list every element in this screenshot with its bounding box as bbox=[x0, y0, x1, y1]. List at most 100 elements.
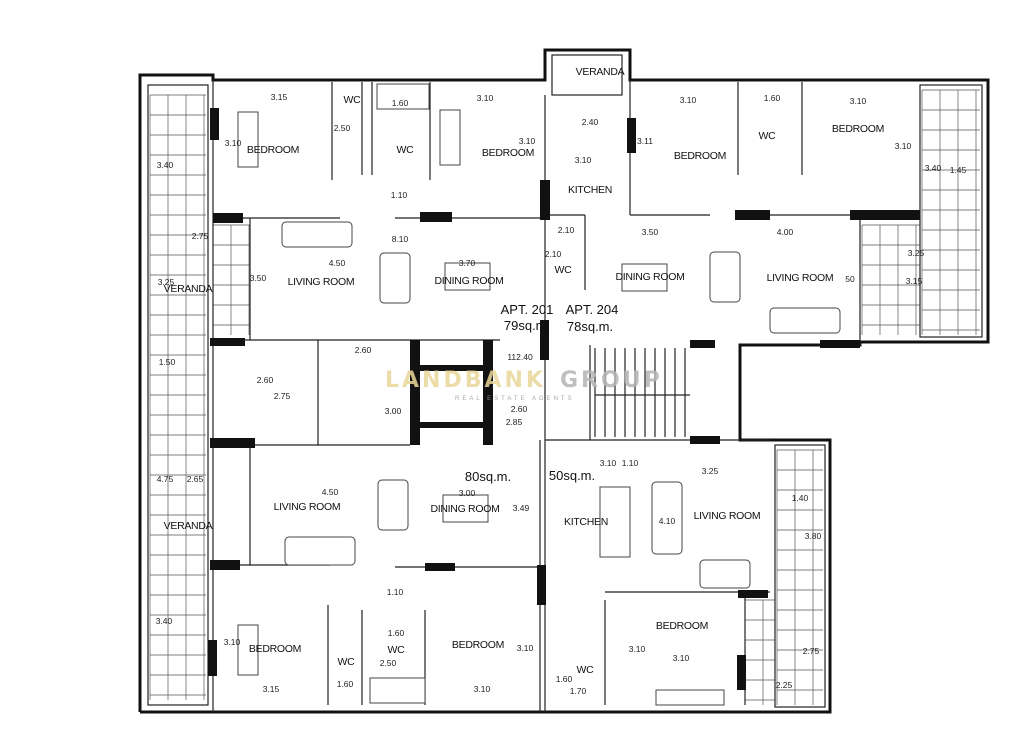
apt-area: 50sq.m. bbox=[549, 468, 595, 483]
watermark-tagline: REAL ESTATE AGENTS bbox=[455, 396, 575, 402]
dimension: 2.60 bbox=[511, 404, 528, 414]
apt-area: 79sq.m. bbox=[504, 318, 550, 333]
dimension: 1.60 bbox=[337, 679, 354, 689]
dimension: 2.40 bbox=[582, 117, 599, 127]
room-label: BEDROOM bbox=[249, 643, 301, 655]
dimension: 2.75 bbox=[192, 231, 209, 241]
dimension: 3.10 bbox=[224, 637, 241, 647]
dimension: 1.60 bbox=[556, 674, 573, 684]
dimension: 4.75 bbox=[157, 474, 174, 484]
dimension: 2.75 bbox=[274, 391, 291, 401]
core: 112.40 2.60 2.85 bbox=[506, 352, 533, 427]
dimension: 1.10 bbox=[387, 587, 404, 597]
room-label: WC bbox=[388, 644, 406, 656]
dimension: 4.50 bbox=[322, 487, 339, 497]
room-label: BEDROOM bbox=[656, 620, 708, 632]
dimension: 3.10 bbox=[850, 96, 867, 106]
dimension: 8.10 bbox=[392, 234, 409, 244]
dimension: 1.50 bbox=[159, 357, 176, 367]
room-label: VERANDA bbox=[576, 66, 625, 78]
furniture bbox=[237, 83, 841, 706]
dimension: 3.70 bbox=[459, 258, 476, 268]
room-label: DINING ROOM bbox=[430, 503, 499, 515]
room-label: WC bbox=[759, 130, 777, 142]
veranda-tiles bbox=[149, 89, 980, 705]
dimension: 4.00 bbox=[777, 227, 794, 237]
room-label: LIVING ROOM bbox=[694, 510, 761, 522]
dimension: 1.60 bbox=[388, 628, 405, 638]
dimension: 1.70 bbox=[570, 686, 587, 696]
dimension: 1.45 bbox=[950, 165, 967, 175]
dimension: 3.10 bbox=[517, 643, 534, 653]
dimension: 2.10 bbox=[545, 249, 562, 259]
dimension: 2.50 bbox=[380, 658, 397, 668]
room-label: BEDROOM bbox=[674, 150, 726, 162]
dimension: 3.25 bbox=[702, 466, 719, 476]
dimension: 1.40 bbox=[792, 493, 809, 503]
dimension: 2.75 bbox=[803, 646, 820, 656]
dimension: 2.10 bbox=[558, 225, 575, 235]
dimension: 1.60 bbox=[392, 98, 409, 108]
room-label: VERANDA bbox=[164, 520, 213, 532]
apt-area: 80sq.m. bbox=[465, 469, 511, 484]
dimension: 3.10 bbox=[600, 458, 617, 468]
apt-201: APT. 201 79sq.m. BEDROOM BEDROOM WC WC L… bbox=[157, 92, 554, 416]
dimension: 3.80 bbox=[805, 531, 822, 541]
dimension: 1.60 bbox=[764, 93, 781, 103]
apt-name: APT. 201 bbox=[501, 302, 554, 317]
dimension: 3.10 bbox=[680, 95, 697, 105]
dimension: 3.25 bbox=[158, 277, 175, 287]
dimension: 3.15 bbox=[263, 684, 280, 694]
dimension: 3.10 bbox=[519, 136, 536, 146]
room-label: BEDROOM bbox=[247, 144, 299, 156]
room-label: LIVING ROOM bbox=[767, 272, 834, 284]
dimension: 3.25 bbox=[908, 248, 925, 258]
dimension: 2.85 bbox=[506, 417, 523, 427]
dimension: 3.10 bbox=[474, 684, 491, 694]
room-label: KITCHEN bbox=[564, 516, 608, 528]
dimension: 3.10 bbox=[629, 644, 646, 654]
watermark-logo: LANDBANK GROUP REAL ESTATE AGENTS bbox=[385, 368, 660, 402]
apt-name: APT. 204 bbox=[566, 302, 619, 317]
apt-lower-left: 80sq.m. VERANDA LIVING ROOM DINING ROOM … bbox=[156, 469, 534, 694]
room-label: WC bbox=[397, 144, 415, 156]
dimension: 50 bbox=[845, 274, 855, 284]
dimension: 3.10 bbox=[225, 138, 242, 148]
dimension: 3.40 bbox=[925, 163, 942, 173]
apt-204: APT. 204 78sq.m. VERANDA KITCHEN WC DINI… bbox=[545, 66, 967, 334]
room-label: VERANDA bbox=[164, 283, 213, 295]
dimension: 1.10 bbox=[622, 458, 639, 468]
dimension: 3.40 bbox=[157, 160, 174, 170]
room-label: WC bbox=[338, 656, 356, 668]
dimension: 3.00 bbox=[459, 488, 476, 498]
dimension: 3.10 bbox=[895, 141, 912, 151]
dimension: 3.00 bbox=[385, 406, 402, 416]
dimension: 4.10 bbox=[659, 516, 676, 526]
dimension: 3.11 bbox=[637, 136, 653, 146]
room-label: WC bbox=[555, 264, 573, 276]
dimension: 3.49 bbox=[513, 503, 530, 513]
structural-columns bbox=[208, 108, 920, 690]
room-label: BEDROOM bbox=[482, 147, 534, 159]
dimension: 3.15 bbox=[906, 276, 923, 286]
room-label: LIVING ROOM bbox=[274, 501, 341, 513]
staircase bbox=[594, 348, 690, 437]
dimension: 3.10 bbox=[575, 155, 592, 165]
dimension: 3.40 bbox=[156, 616, 173, 626]
room-label: WC bbox=[344, 94, 362, 106]
dimension: 2.60 bbox=[257, 375, 274, 385]
room-label: DINING ROOM bbox=[615, 271, 684, 283]
dimension: 3.50 bbox=[250, 273, 267, 283]
dimension: 3.10 bbox=[477, 93, 494, 103]
room-label: DINING ROOM bbox=[434, 275, 503, 287]
room-label: WC bbox=[577, 664, 595, 676]
dimension: 3.15 bbox=[271, 92, 288, 102]
room-label: BEDROOM bbox=[832, 123, 884, 135]
dimension: 2.50 bbox=[334, 123, 351, 133]
room-label: BEDROOM bbox=[452, 639, 504, 651]
apt-lower-right: 50sq.m. KITCHEN LIVING ROOM BEDROOM WC 3… bbox=[549, 458, 822, 696]
dimension: 112.40 bbox=[507, 352, 533, 362]
room-label: LIVING ROOM bbox=[288, 276, 355, 288]
dimension: 1.10 bbox=[391, 190, 408, 200]
